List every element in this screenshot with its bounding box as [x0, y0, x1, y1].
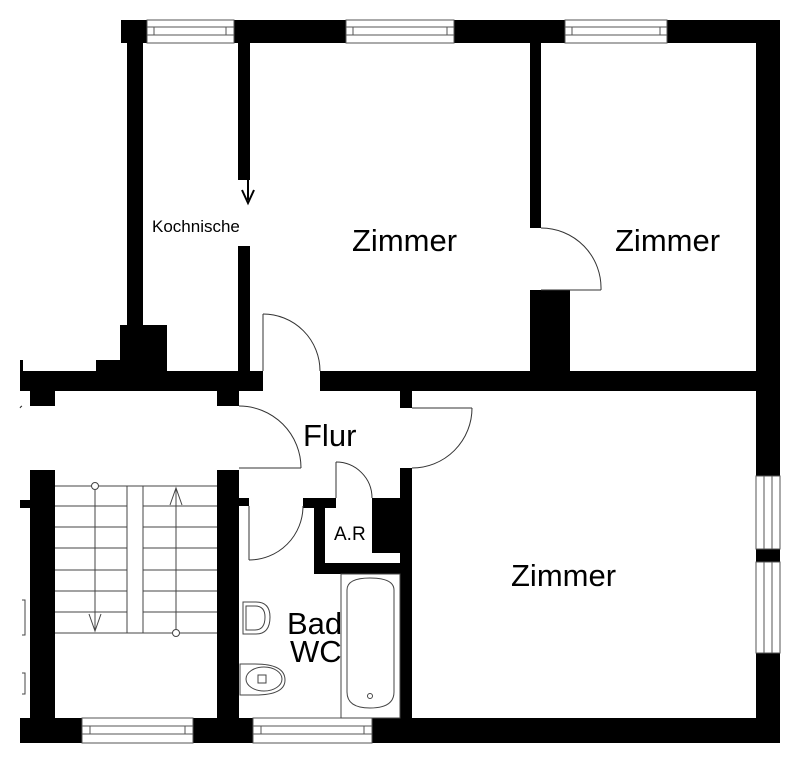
- room-label-bad: Bad: [287, 606, 343, 641]
- bathroom-fixtures: [239, 573, 401, 719]
- stair-up-arrow-icon: [169, 486, 183, 506]
- arrow-down-icon: [241, 189, 255, 206]
- room-label-kochnische: Kochnische: [152, 217, 240, 236]
- walls: [20, 20, 780, 743]
- doors: [19, 180, 602, 561]
- room-label-zimmer-2: Zimmer: [615, 223, 721, 258]
- room-label-zimmer-1: Zimmer: [352, 223, 458, 258]
- room-label-wc: WC: [290, 634, 342, 669]
- stair-down-arrow-icon: [88, 613, 102, 633]
- windows: [81, 19, 781, 744]
- room-label-flur: Flur: [303, 418, 357, 453]
- room-label-abstellraum: A.R: [334, 524, 366, 545]
- room-label-zimmer-3: Zimmer: [511, 558, 617, 593]
- staircase: [22, 482, 217, 695]
